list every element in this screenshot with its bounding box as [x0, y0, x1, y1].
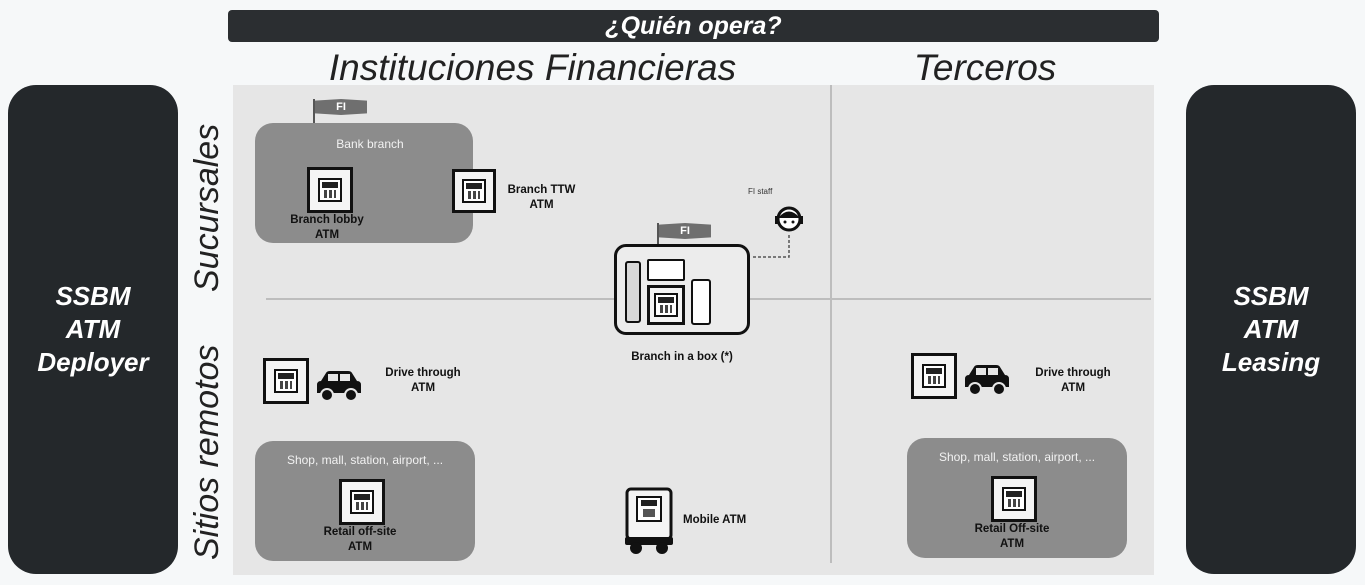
- left-panel-line2: ATM: [65, 314, 121, 344]
- retail-label-left: Retail off-site ATM: [323, 526, 397, 553]
- atm-icon: [911, 353, 957, 399]
- atm-icon: [452, 169, 496, 213]
- left-panel-deployer: SSBM ATM Deployer: [8, 85, 178, 574]
- staff-connector-line: [753, 235, 790, 258]
- atm-icon: [991, 476, 1037, 522]
- atm-icon: [339, 479, 385, 525]
- right-panel-line3: Leasing: [1221, 347, 1321, 377]
- column-heading-financial-institutions: Instituciones Financieras: [328, 47, 737, 88]
- row-heading-remote-sites: Sitios remotos: [188, 344, 226, 560]
- branch-lobby-label: Branch lobby ATM: [290, 214, 364, 241]
- drive-through-label-left: Drive through ATM: [385, 367, 461, 394]
- row-heading-branches: Sucursales: [188, 123, 226, 292]
- mobile-atm-label: Mobile ATM: [683, 514, 747, 526]
- retail-offsite-box-right: Shop, mall, station, airport, ... Retail…: [907, 438, 1127, 558]
- retail-title-right: Shop, mall, station, airport, ...: [938, 450, 1096, 464]
- right-panel-leasing: SSBM ATM Leasing: [1186, 85, 1356, 574]
- atm-icon: [263, 358, 309, 404]
- branch-in-a-box-label: Branch in a box (*): [631, 351, 733, 363]
- left-panel-line1: SSBM: [55, 281, 131, 311]
- retail-label-right: Retail Off-site ATM: [974, 523, 1050, 550]
- branch-ttw-label: Branch TTW ATM: [507, 184, 576, 211]
- fi-staff-label: FI staff: [748, 187, 773, 196]
- mobile-atm-truck-icon: [623, 487, 675, 562]
- bank-branch-box: Bank branch Branch lobby ATM: [255, 123, 473, 243]
- atm-deployment-diagram: FI Bank branch Branch lobby ATM Branch T…: [233, 85, 1154, 575]
- car-icon: [313, 367, 365, 410]
- column-heading-third-parties: Terceros: [913, 47, 1057, 88]
- right-panel-line1: SSBM: [1233, 281, 1309, 311]
- drive-through-label-right: Drive through ATM: [1035, 367, 1111, 394]
- header-title: ¿Quién opera?: [605, 11, 782, 40]
- retail-title-left: Shop, mall, station, airport, ...: [286, 453, 444, 467]
- car-icon: [961, 361, 1013, 404]
- vertical-divider: [830, 85, 832, 563]
- branch-in-a-box-kiosk: [614, 244, 750, 335]
- header-title-bar: ¿Quién opera?: [228, 10, 1159, 42]
- atm-icon: [307, 167, 353, 213]
- support-agent-icon: [769, 203, 809, 242]
- bank-branch-title: Bank branch: [336, 137, 404, 151]
- left-panel-line3: Deployer: [37, 347, 149, 377]
- retail-offsite-box-left: Shop, mall, station, airport, ... Retail…: [255, 441, 475, 561]
- right-panel-line2: ATM: [1243, 314, 1299, 344]
